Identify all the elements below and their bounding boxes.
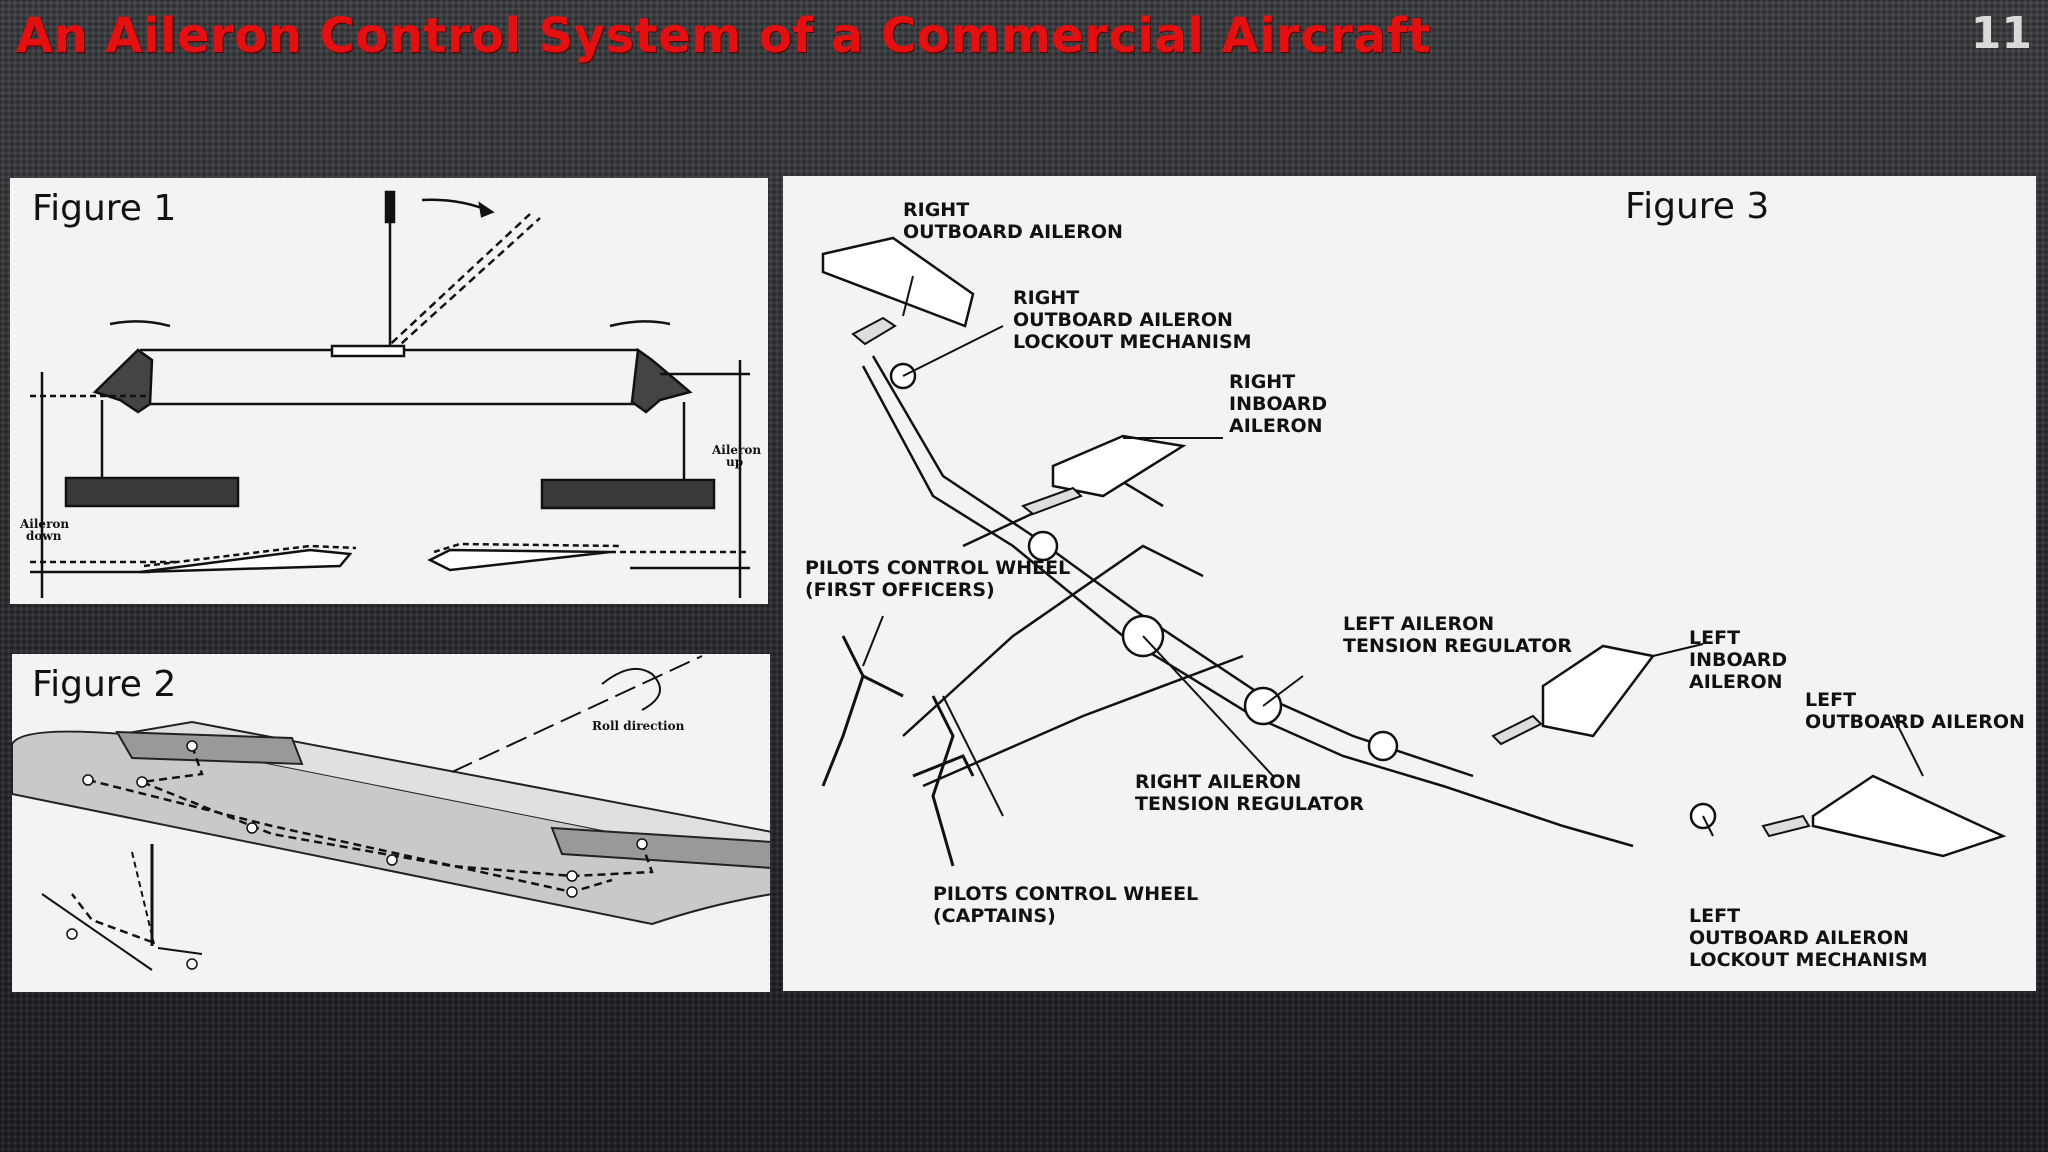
slide-title: An Aileron Control System of a Commercia… — [16, 8, 1432, 64]
figure-1-panel: Figure 1 — [10, 178, 768, 604]
callout-left-tension-regulator-2: TENSION REGULATOR — [1343, 635, 1572, 657]
right-outboard-aileron-shape — [821, 236, 975, 328]
callout-right-outboard-lockout-2: OUTBOARD AILERON — [1013, 309, 1233, 331]
figure-2-diagram: Roll direction — [12, 655, 770, 971]
callout-pilots-wheel-captains-1: PILOTS CONTROL WHEEL — [933, 883, 1198, 905]
figure-3-label: Figure 3 — [1625, 186, 1770, 227]
callout-right-outboard-lockout-1: RIGHT — [1013, 287, 1079, 309]
callout-left-outboard-lockout-1: LEFT — [1689, 905, 1740, 927]
figure-1-label: Figure 1 — [32, 188, 177, 229]
aileron-up-label-2: up — [726, 455, 743, 469]
callout-left-outboard-aileron-2: OUTBOARD AILERON — [1805, 711, 2025, 733]
callout-left-outboard-aileron-1: LEFT — [1805, 689, 1856, 711]
callout-right-outboard-aileron-1: RIGHT — [903, 199, 969, 221]
callout-right-inboard-aileron-2: INBOARD — [1229, 393, 1327, 415]
aileron-down-label-1: Aileron — [19, 517, 69, 531]
callout-left-inboard-aileron-2: INBOARD — [1689, 649, 1787, 671]
callout-left-outboard-lockout-3: LOCKOUT MECHANISM — [1689, 949, 1928, 971]
slide-number: 11 — [1970, 8, 2032, 59]
callout-left-inboard-aileron-1: LEFT — [1689, 627, 1740, 649]
aileron-down-label-2: down — [26, 529, 62, 543]
roll-direction-label: Roll direction — [592, 719, 685, 733]
aileron-up-label-1: Aileron — [711, 443, 761, 457]
figure-3-panel: Figure 3 — [783, 176, 2036, 991]
callout-pilots-wheel-captains-2: (CAPTAINS) — [933, 905, 1056, 927]
callout-right-inboard-aileron-1: RIGHT — [1229, 371, 1295, 393]
callout-right-outboard-aileron-2: OUTBOARD AILERON — [903, 221, 1123, 243]
callout-right-tension-regulator-2: TENSION REGULATOR — [1135, 793, 1364, 815]
figure-1-diagram: Aileron down Aileron up — [19, 190, 761, 598]
callout-left-inboard-aileron-3: AILERON — [1689, 671, 1783, 693]
callout-pilots-wheel-fo-1: PILOTS CONTROL WHEEL — [805, 557, 1070, 579]
figure-3-diagram: RIGHT OUTBOARD AILERON RIGHT OUTBOARD AI… — [805, 199, 2025, 971]
left-inboard-aileron-shape — [1541, 644, 1656, 738]
callout-left-tension-regulator-1: LEFT AILERON — [1343, 613, 1494, 635]
right-inboard-aileron-shape — [1051, 434, 1187, 498]
callout-left-outboard-lockout-2: OUTBOARD AILERON — [1689, 927, 1909, 949]
figure-2-label: Figure 2 — [32, 664, 177, 705]
callout-right-tension-regulator-1: RIGHT AILERON — [1135, 771, 1301, 793]
figure-2-panel: Figure 2 Roll direction — [12, 654, 770, 992]
callout-right-outboard-lockout-3: LOCKOUT MECHANISM — [1013, 331, 1252, 353]
left-outboard-aileron-shape — [1811, 774, 2007, 858]
callout-pilots-wheel-fo-2: (FIRST OFFICERS) — [805, 579, 995, 601]
callout-right-inboard-aileron-3: AILERON — [1229, 415, 1323, 437]
